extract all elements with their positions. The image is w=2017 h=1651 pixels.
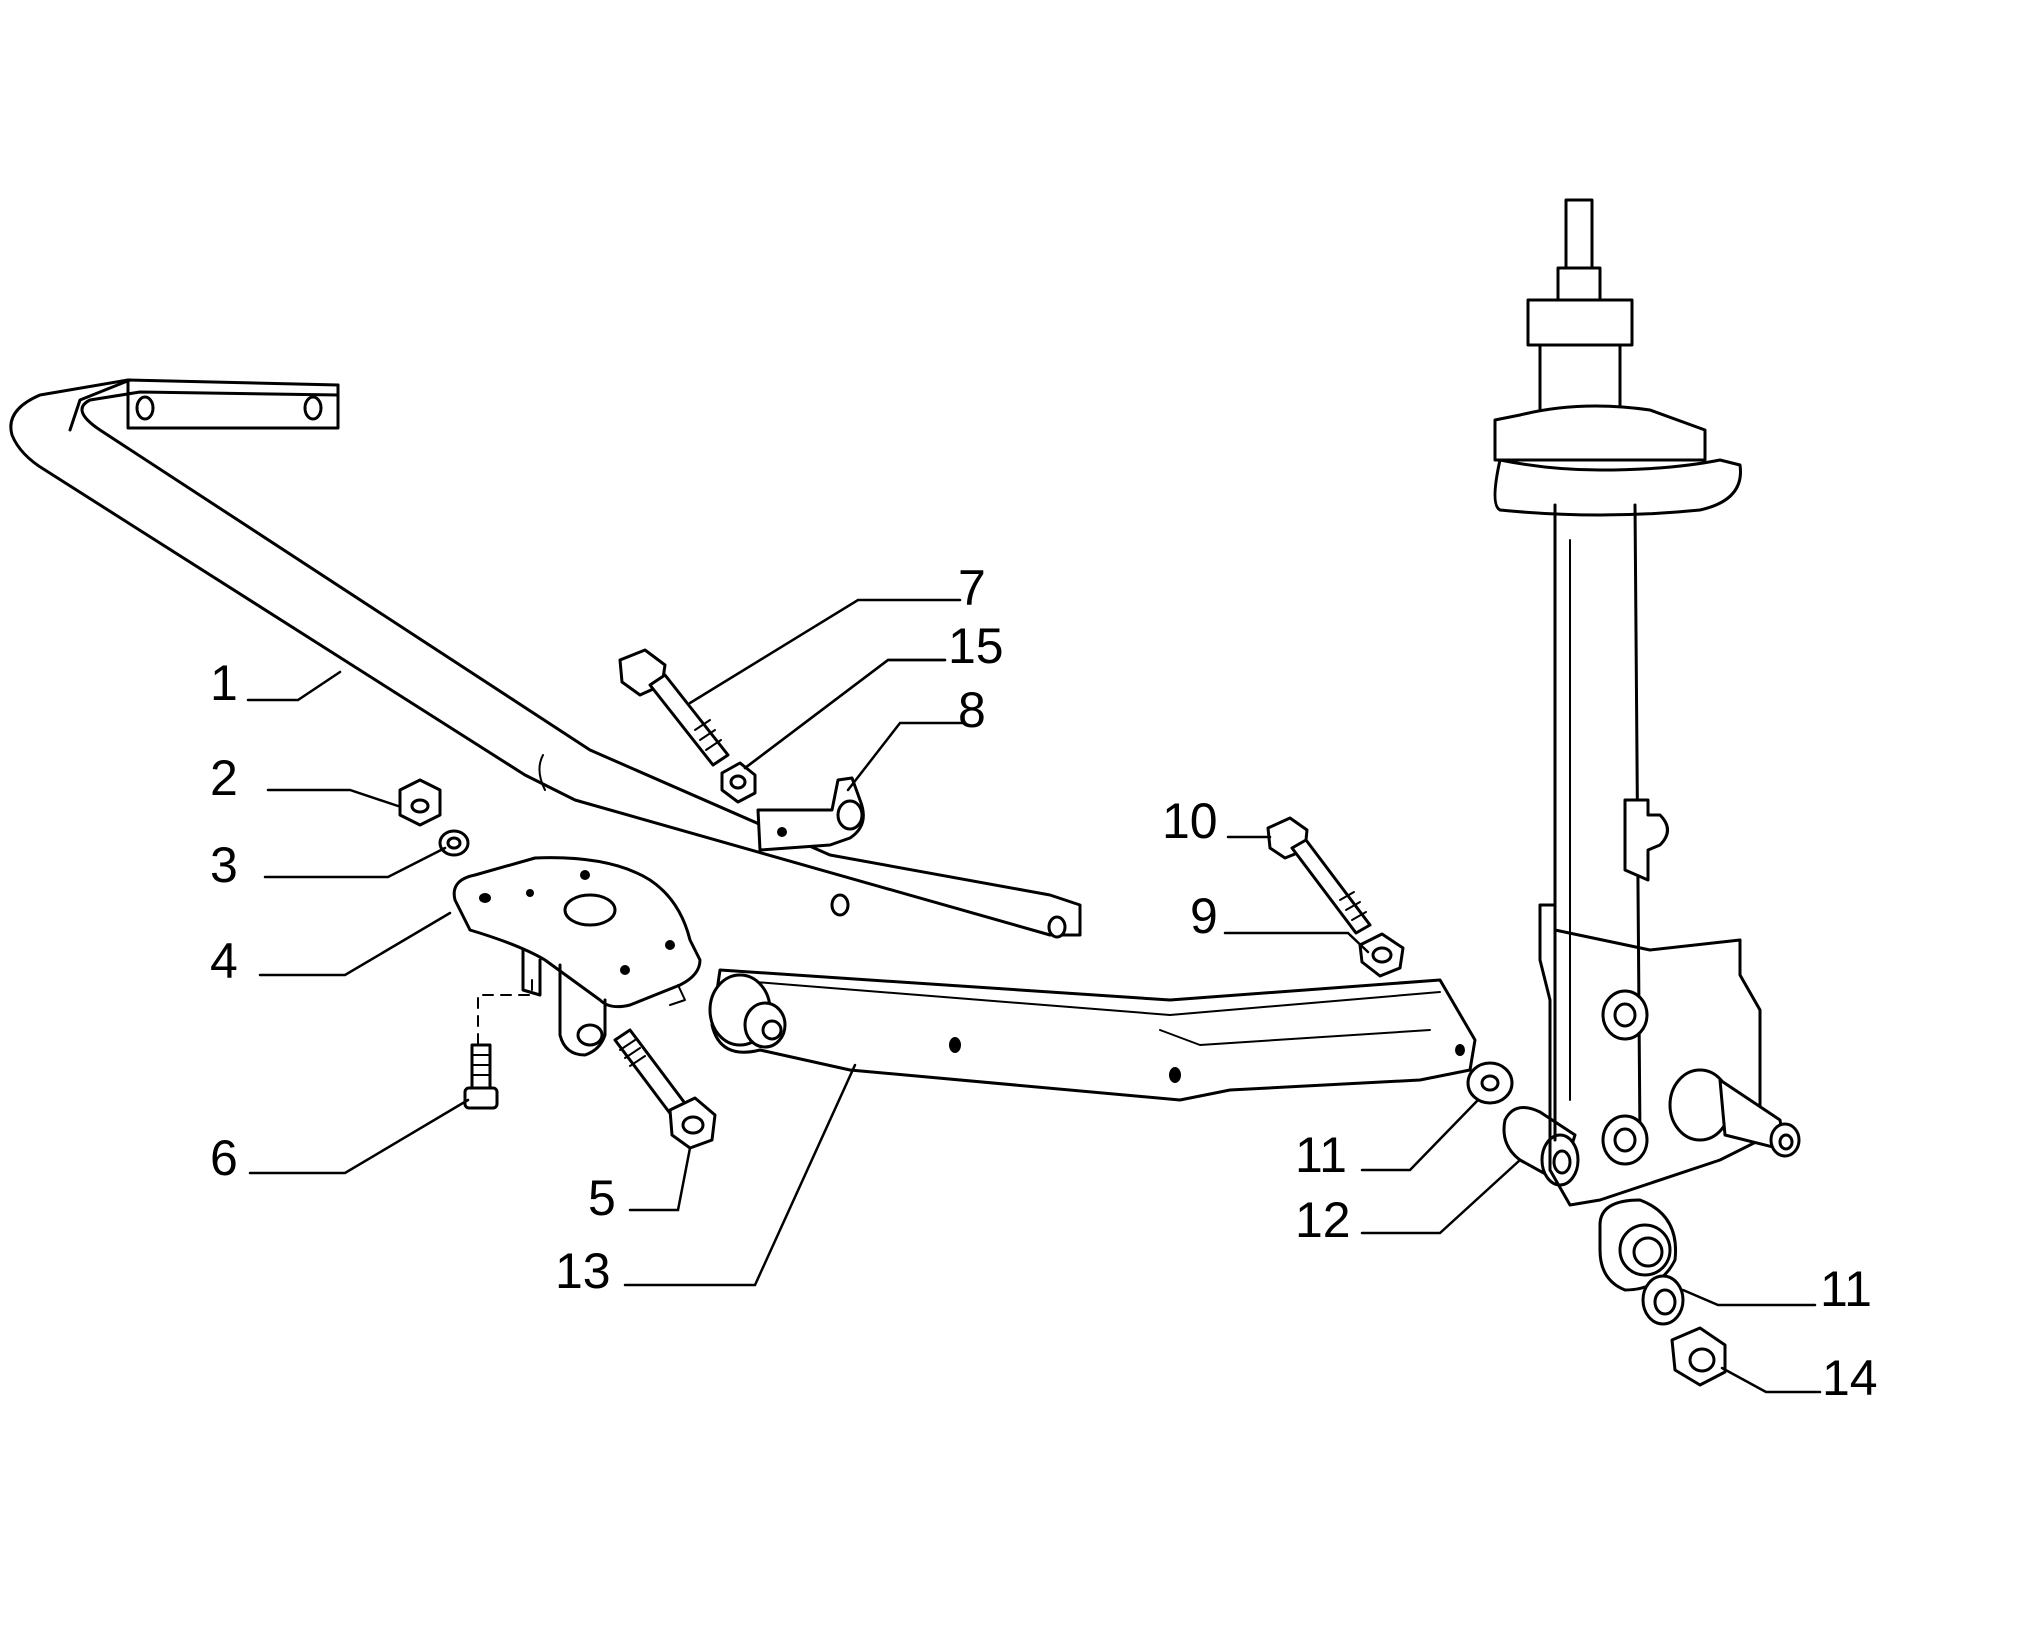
- callout-6: 6: [210, 1130, 238, 1186]
- washer-11-lower: [1641, 1274, 1685, 1326]
- washer-11-upper: [1466, 1061, 1514, 1105]
- washer-3: [438, 829, 470, 857]
- callout-5: 5: [588, 1170, 616, 1226]
- callout-11-upper: 11: [1295, 1127, 1347, 1183]
- callout-3: 3: [210, 837, 238, 893]
- callout-8: 8: [958, 682, 986, 738]
- callout-10: 10: [1162, 793, 1218, 849]
- nut-2: [398, 778, 442, 827]
- strut-assembly: [1493, 198, 1801, 1292]
- clamp-8: [756, 776, 865, 852]
- guide-line: [477, 979, 533, 1071]
- anti-roll-bar: [9, 378, 1082, 939]
- callout-12: 12: [1295, 1192, 1351, 1248]
- bolt-7: [618, 648, 730, 767]
- callout-9: 9: [1190, 888, 1218, 944]
- control-arm-13: [708, 968, 1477, 1102]
- nut-14: [1670, 1326, 1727, 1387]
- bracket-plate-4: [452, 856, 702, 1057]
- callout-14: 14: [1822, 1350, 1878, 1406]
- bolt-6: [463, 1043, 499, 1110]
- bushing-12: [1502, 1106, 1580, 1187]
- nut-15: [720, 761, 757, 804]
- bolt-10: [1266, 816, 1372, 935]
- callout-2: 2: [210, 750, 238, 806]
- callout-15: 15: [948, 618, 1004, 674]
- callout-13: 13: [555, 1243, 611, 1299]
- callout-1: 1: [210, 655, 238, 711]
- leader-lines: [246, 598, 1822, 1394]
- callout-4: 4: [210, 933, 238, 989]
- callout-11-lower: 11: [1820, 1261, 1872, 1317]
- nut-9: [1358, 932, 1405, 978]
- callout-7: 7: [958, 560, 986, 616]
- callout-labels: 1 2 3 4 5 6 7 8 9 10 11 11 12 13 14 15: [210, 560, 1878, 1406]
- bolt-5: [613, 1028, 717, 1150]
